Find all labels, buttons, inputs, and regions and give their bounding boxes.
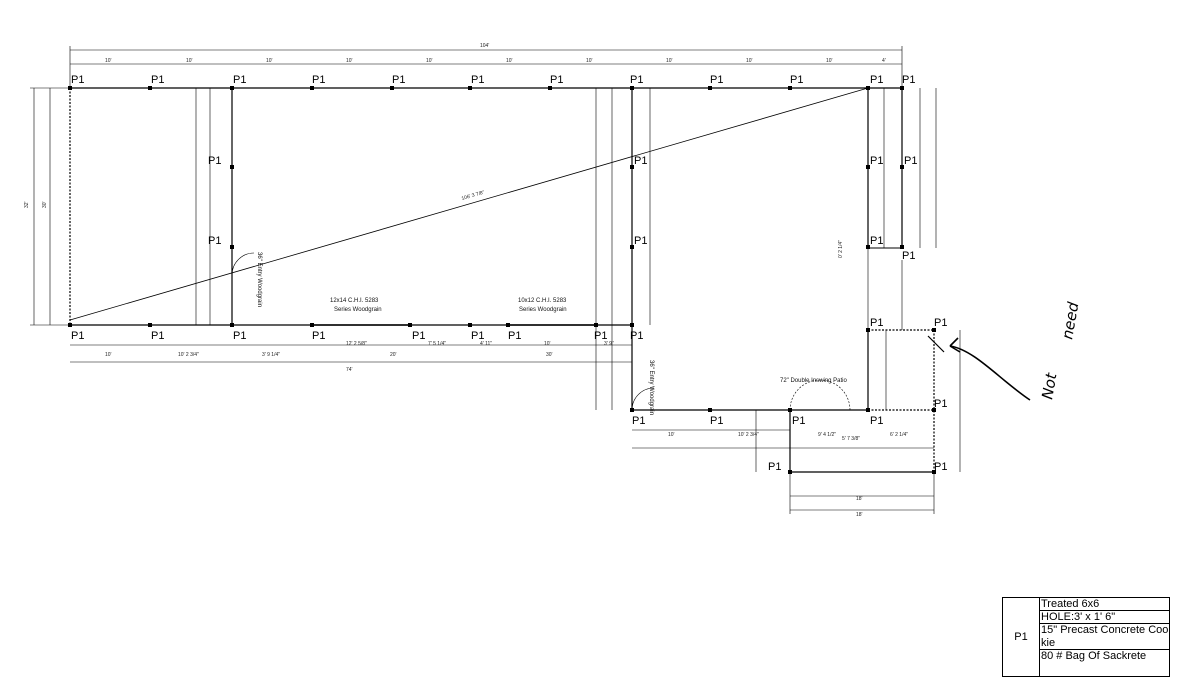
post-label: P1 [790,74,803,86]
dimension-label: 10' [826,58,833,64]
post-label: P1 [508,330,521,342]
post-label: P1 [71,74,84,86]
post-label: P1 [471,74,484,86]
room-label: Series Woodgrain [334,307,382,313]
post-label: P1 [208,155,221,167]
legend-table: P1 Treated 6x6 HOLE:3' x 1' 6" 15" Preca… [1002,597,1170,677]
legend-row: 80 # Bag Of Sackrete [1041,650,1147,662]
dimension-label: 18' [856,496,863,502]
dimension-label: 4' [882,58,886,64]
post-label: P1 [634,235,647,247]
dimension-label: 12' 2 5/8" [346,341,367,347]
dimension-label: 9' 4 1/2" [818,432,836,438]
dimension-label: 10' [746,58,753,64]
dimension-label: 10' [105,58,112,64]
post-label: P1 [312,330,325,342]
dimension-label: 3' 9" [604,341,614,347]
dimension-label: 10' [105,352,112,358]
dimension-label: 10' [186,58,193,64]
dimension-label: 6' 2 1/4" [890,432,908,438]
post-label: P1 [934,317,947,329]
room-label: 12x14 C.H.I. 5283 [330,298,379,304]
post-label: P1 [634,155,647,167]
post-label: P1 [71,330,84,342]
post-label: P1 [412,330,425,342]
dimension-label: 18' [856,512,863,518]
dimension-label: 4' 11" [480,341,492,347]
post-label: P1 [904,155,917,167]
post-label: P1 [312,74,325,86]
post-label: P1 [630,330,643,342]
dimension-label: 5' 7 3/8" [842,436,860,442]
overall-dimension: 104' [480,43,489,49]
dimension-label: 10' [668,432,675,438]
post-label: P1 [208,235,221,247]
post-label: P1 [902,74,915,86]
legend-row: 15" Precast Concrete Coo [1041,624,1169,636]
post-label: P1 [710,415,723,427]
dimension-label: 10' [586,58,593,64]
post-label: P1 [870,317,883,329]
post-label: P1 [233,330,246,342]
dimension-label: 74' [346,367,353,373]
dimension-label: 20' [390,352,397,358]
dimension-label: 10' [346,58,353,64]
post-label: P1 [151,74,164,86]
post-label: P1 [632,415,645,427]
post-label: P1 [630,74,643,86]
dimension-label: 10' [266,58,273,64]
door-label: 36" Entry Woodgrain [256,252,262,307]
dimension-label: 10' 2 3/4" [178,352,199,358]
post-label: P1 [934,398,947,410]
post-label: P1 [870,74,883,86]
legend-key: P1 [1003,598,1040,676]
dimension-label: 30' [546,352,553,358]
post-label: P1 [870,235,883,247]
post-label: P1 [710,74,723,86]
legend-row: kie [1040,637,1169,650]
post-label: P1 [392,74,405,86]
post-label: P1 [792,415,805,427]
dimension-label: 10' [666,58,673,64]
post-label: P1 [233,74,246,86]
dimension-label: 0' 2 1/4" [838,240,844,258]
post-label: P1 [768,461,781,473]
post-label: P1 [550,74,563,86]
dimension-label: 10' [544,341,551,347]
post-label: P1 [151,330,164,342]
handwritten-note: Not [1038,371,1060,401]
door-label: 72" Double Inswing Patio [780,378,848,384]
post-label: P1 [902,250,915,262]
legend-row: HOLE:3' x 1' 6" [1040,611,1169,624]
dimension-label: 32' [24,201,30,208]
dimension-label: 7' 5 1/4" [428,341,446,347]
post-label: P1 [934,461,947,473]
legend-row: Treated 6x6 [1040,598,1169,611]
dimension-label: 10' 2 3/4" [738,432,759,438]
dimension-label: 3' 9 1/4" [262,352,280,358]
door-label: 36" Entry Woodgrain [648,360,654,415]
dimension-label: 30' [42,201,48,208]
post-label: P1 [594,330,607,342]
post-label: P1 [471,330,484,342]
room-label: Series Woodgrain [519,307,567,313]
dimension-label: 10' [506,58,513,64]
handwritten-note: need [1058,300,1082,341]
post-label: P1 [870,155,883,167]
dimension-label: 10' [426,58,433,64]
room-label: 10x12 C.H.I. 5283 [518,298,567,304]
post-label: P1 [870,415,883,427]
